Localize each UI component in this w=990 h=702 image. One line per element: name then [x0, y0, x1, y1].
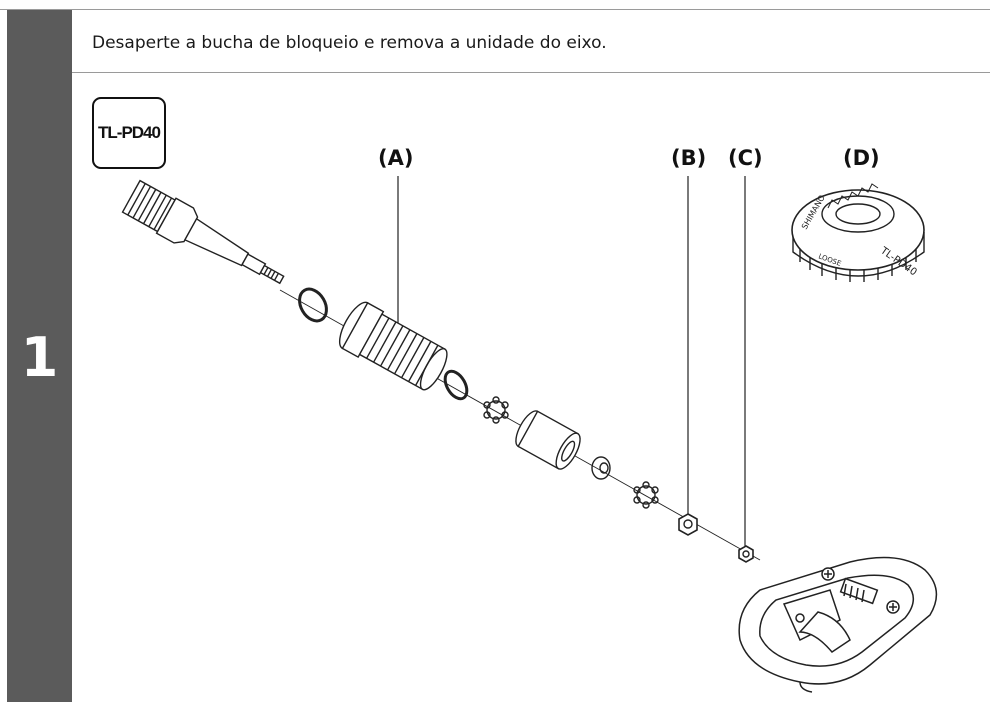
sleeve — [515, 410, 581, 470]
tool-tl-pd40: SHIMANO TL-PD40 LOOSE — [791, 183, 925, 282]
pedal-body — [738, 556, 938, 693]
spindle-axle — [121, 179, 285, 285]
lock-nut — [678, 513, 698, 536]
washer-ring — [298, 287, 328, 323]
step-number: 1 — [20, 326, 59, 389]
small-bushing — [591, 456, 611, 480]
top-rule — [0, 9, 990, 10]
tool-badge: TL-PD40 — [92, 97, 166, 169]
ball-retainer-2 — [633, 481, 659, 509]
ball-retainer-1 — [483, 396, 509, 424]
callout-d: (D) — [843, 146, 880, 170]
instruction-text: Desaperte a bucha de bloqueio e remova a… — [92, 33, 607, 53]
lock-bush — [338, 301, 448, 391]
small-washer — [443, 369, 469, 401]
callout-b: (B) — [671, 146, 707, 170]
small-nut — [738, 545, 754, 563]
callout-a: (A) — [378, 146, 414, 170]
step-bar: 1 — [7, 10, 72, 702]
instruction-divider — [72, 72, 990, 73]
callout-c: (C) — [728, 146, 763, 170]
